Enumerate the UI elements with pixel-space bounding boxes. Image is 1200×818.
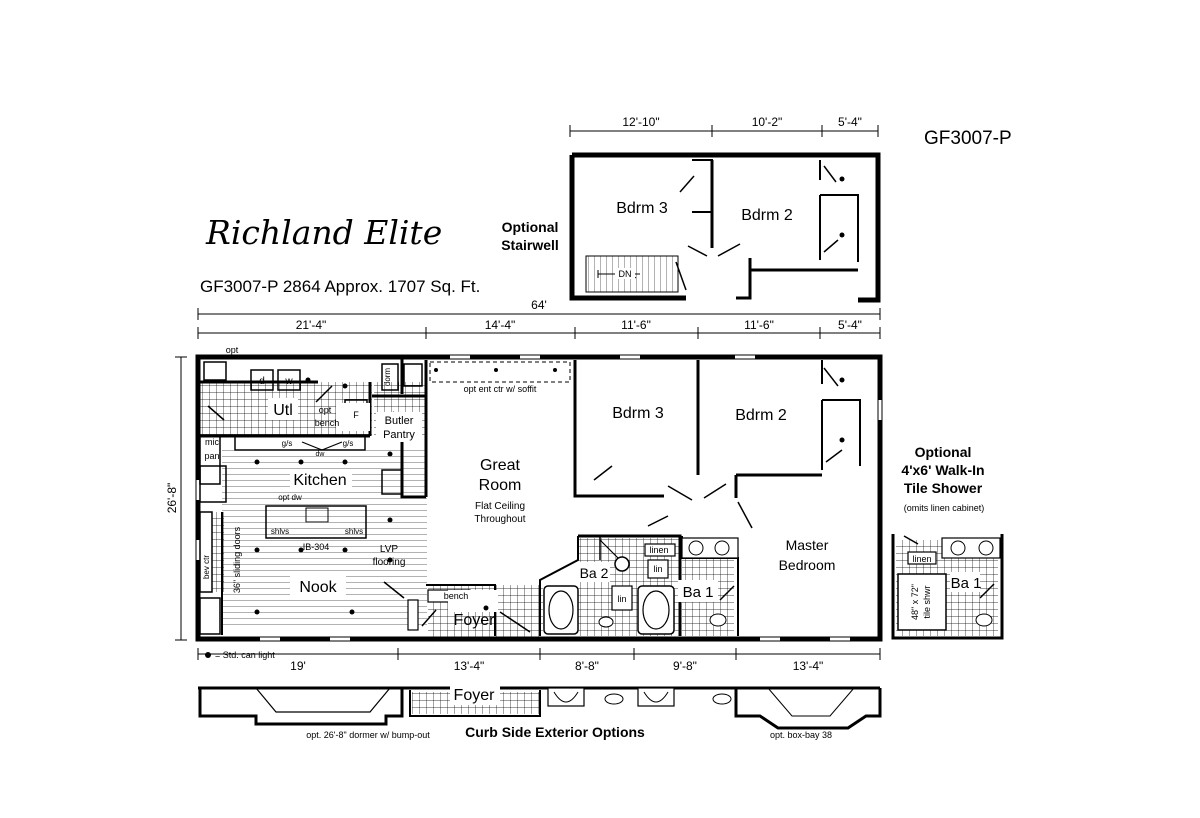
lin-label-1: lin	[653, 564, 662, 574]
opt-top-label: opt	[226, 345, 239, 355]
top-dim-4: 11'-6"	[744, 318, 774, 332]
lin-label-2: lin	[617, 594, 626, 604]
exterior-dormer-label: opt. 26'-8" dormer w/ bump-out	[306, 730, 430, 740]
flat-ceiling-1: Flat Ceiling	[475, 501, 525, 512]
can-light-legend: = Std. can light	[215, 650, 275, 660]
shower-title-1: Optional	[915, 444, 972, 460]
mic-label: mic	[205, 437, 219, 447]
stair-dn-label: DN	[619, 269, 632, 279]
ib-label: IB-304	[303, 542, 330, 552]
overall-depth: 26'-8"	[165, 483, 179, 514]
opt-bench-2: bench	[315, 418, 340, 428]
gs-label-1: g/s	[282, 439, 293, 448]
shlvs-label-2: shlvs	[345, 527, 363, 536]
overall-width: 64'	[531, 298, 547, 312]
upper-dimension-line	[569, 125, 879, 137]
bottom-dim-3: 8'-8"	[575, 659, 599, 673]
can-lights	[205, 368, 845, 658]
dryer-label: d	[259, 376, 265, 387]
bev-ctr-label: bev ctr	[202, 555, 211, 579]
upper-dim-1: 12'-10"	[622, 115, 659, 129]
optional-stairwell-line1: Optional	[502, 219, 559, 235]
shower-linen-label: linen	[912, 554, 931, 564]
butler-label-2: Pantry	[383, 429, 415, 441]
plan-subtitle: GF3007-P 2864 Approx. 1707 Sq. Ft.	[200, 277, 480, 296]
bottom-dim-5: 13'-4"	[793, 659, 824, 673]
top-dim-1: 21'-4"	[296, 318, 327, 332]
ba2-label: Ba 2	[580, 565, 609, 581]
shlvs-label-1: shlvs	[271, 527, 289, 536]
opt-ent-label: opt ent ctr w/ soffit	[464, 384, 537, 394]
model-code: GF3007-P	[924, 128, 1012, 149]
dw-label: dw	[316, 451, 326, 458]
lvp-label-1: LVP	[380, 544, 398, 555]
lvp-label-2: flooring	[373, 557, 406, 568]
main-floor-plan	[195, 354, 883, 642]
foyer-label: Foyer	[454, 612, 496, 629]
kitchen-label: Kitchen	[293, 472, 346, 489]
upper-bdrm3-label: Bdrm 3	[616, 200, 668, 217]
opt-bench-1: opt	[319, 405, 332, 415]
shower-title-3: Tile Shower	[904, 480, 983, 496]
top-dim-5: 5'-4"	[838, 318, 862, 332]
shower-option-plan	[891, 534, 1004, 640]
great-room-label-2: Room	[479, 477, 522, 494]
opt-dw-label: opt dw	[278, 493, 302, 502]
master-label-2: Bedroom	[779, 557, 836, 573]
shower-ba1-label: Ba 1	[951, 575, 982, 592]
gs-label-2: g/s	[343, 439, 354, 448]
washer-label: w	[284, 376, 293, 387]
bdrm3-label: Bdrm 3	[612, 405, 664, 422]
sliding-doors-label: 36" sliding doors	[232, 526, 242, 593]
bottom-dim-1: 19'	[290, 659, 306, 673]
exterior-title: Curb Side Exterior Options	[465, 724, 645, 740]
pan-label: pan	[204, 451, 219, 461]
shower-title-2: 4'x6' Walk-In	[901, 462, 984, 478]
bdrm2-label: Bdrm 2	[735, 407, 787, 424]
butler-label-1: Butler	[385, 415, 414, 427]
bottom-dim-2: 13'-4"	[454, 659, 485, 673]
upper-dim-2: 10'-2"	[752, 115, 783, 129]
great-room-label-1: Great	[480, 457, 521, 474]
linen-label: linen	[649, 545, 668, 555]
top-dim-3: 11'-6"	[621, 318, 651, 332]
upper-bdrm2-label: Bdrm 2	[741, 207, 793, 224]
nook-label: Nook	[299, 579, 337, 596]
bench-label: bench	[444, 591, 469, 601]
shower-tile-label: tile shwr	[922, 585, 932, 618]
overall-dimension-lines	[175, 308, 881, 660]
optional-stairwell-line2: Stairwell	[501, 237, 559, 253]
dorm-label: dorm	[383, 368, 392, 387]
top-dim-2: 14'-4"	[485, 318, 516, 332]
ba1-label: Ba 1	[683, 584, 714, 601]
exterior-boxbay-label: opt. box-bay 38	[770, 730, 832, 740]
exterior-foyer-label: Foyer	[454, 687, 496, 704]
shower-note: (omits linen cabinet)	[904, 503, 985, 513]
upper-dim-3: 5'-4"	[838, 115, 862, 129]
exterior-options-plan	[198, 686, 882, 730]
shower-size-label: 48" x 72"	[910, 584, 920, 620]
master-label-1: Master	[786, 537, 829, 553]
utl-label: Utl	[273, 402, 293, 419]
flat-ceiling-2: Throughout	[474, 514, 525, 525]
f-label: F	[353, 410, 359, 420]
plan-name: Richland Elite	[205, 213, 442, 252]
bottom-dim-4: 9'-8"	[673, 659, 697, 673]
